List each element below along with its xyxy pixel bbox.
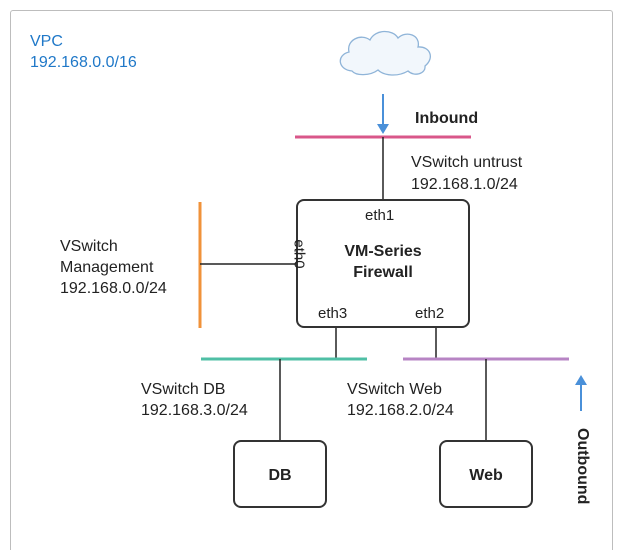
management-vswitch-cidr: 192.168.0.0/24 xyxy=(60,280,167,297)
web-server-label: Web xyxy=(469,467,503,484)
inbound-arrow xyxy=(377,94,389,134)
firewall-title-line2: Firewall xyxy=(353,264,413,281)
web-vswitch-name: VSwitch Web xyxy=(347,381,442,398)
vpc-boundary xyxy=(10,10,613,550)
vpc-cidr: 192.168.0.0/16 xyxy=(30,54,137,71)
outbound-label: Outbound xyxy=(574,428,591,505)
eth3-port-label: eth3 xyxy=(318,305,348,322)
db-server-label: DB xyxy=(268,467,292,484)
untrust-vswitch-cidr: 192.168.1.0/24 xyxy=(411,176,518,193)
firewall-box[interactable]: eth1 VM-Series Firewall eth0 eth3 eth2 xyxy=(291,199,470,328)
web-vswitch-cidr: 192.168.2.0/24 xyxy=(347,402,454,419)
firewall-title-line1: VM-Series xyxy=(344,243,422,260)
management-vswitch-name-2: Management xyxy=(60,259,154,276)
eth1-port-label: eth1 xyxy=(365,207,395,224)
outbound-arrow xyxy=(575,375,587,411)
untrust-vswitch-name: VSwitch untrust xyxy=(411,154,523,171)
vpc-name: VPC xyxy=(30,33,63,50)
eth0-port-label: eth0 xyxy=(290,239,308,269)
db-vswitch-cidr: 192.168.3.0/24 xyxy=(141,402,248,419)
inbound-label: Inbound xyxy=(415,110,479,127)
cloud-icon xyxy=(339,30,431,76)
management-vswitch-name-1: VSwitch xyxy=(60,238,118,255)
db-vswitch-name: VSwitch DB xyxy=(141,381,226,398)
db-server-box[interactable]: DB xyxy=(233,440,327,508)
web-server-box[interactable]: Web xyxy=(439,440,533,508)
eth2-port-label: eth2 xyxy=(415,305,445,322)
